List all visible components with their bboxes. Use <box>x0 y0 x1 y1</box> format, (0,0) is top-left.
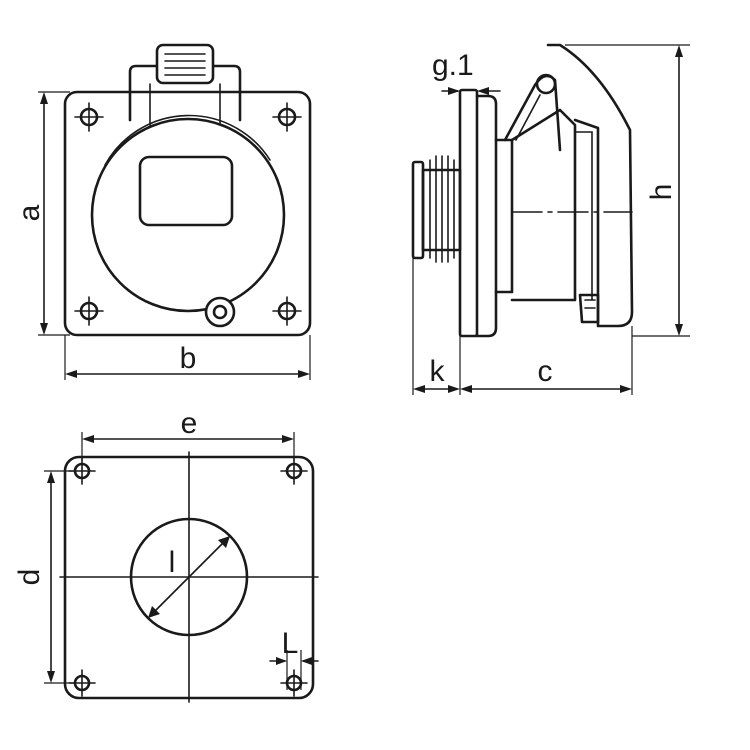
front-view: a b <box>13 43 312 380</box>
label-k: k <box>430 355 446 388</box>
label-e: e <box>181 407 198 440</box>
dimension-b: b <box>64 335 311 380</box>
label-h: h <box>645 184 678 201</box>
label-d: d <box>13 569 46 586</box>
socket-body <box>90 117 286 313</box>
label-L: L <box>282 627 299 660</box>
label-g1: g.1 <box>432 49 474 82</box>
socket-window <box>138 155 234 227</box>
dimension-g1: g.1 <box>432 49 501 95</box>
cutout-hole <box>129 517 249 637</box>
dimension-k: k <box>412 258 461 395</box>
cutout-view: l e d <box>13 407 319 703</box>
latch-ring <box>204 296 236 328</box>
label-l: l <box>169 546 176 579</box>
label-c: c <box>538 355 553 388</box>
dimension-c: c <box>460 326 633 395</box>
dimension-l: l <box>148 536 230 618</box>
dimension-h: h <box>565 44 690 337</box>
label-b: b <box>180 342 197 375</box>
side-view: g.1 h k c <box>411 43 690 395</box>
lid-side <box>503 43 634 328</box>
label-a: a <box>13 204 46 221</box>
front-base-plate <box>63 90 312 337</box>
side-mounting-plate <box>458 88 479 338</box>
front-mounting-holes <box>74 102 302 326</box>
dimension-L: L <box>269 627 319 690</box>
dimension-d: d <box>13 470 76 684</box>
lid-hinge <box>128 43 242 126</box>
dimension-e: e <box>81 407 295 460</box>
dimension-a: a <box>13 91 70 336</box>
rear-cable-entry <box>411 155 462 263</box>
